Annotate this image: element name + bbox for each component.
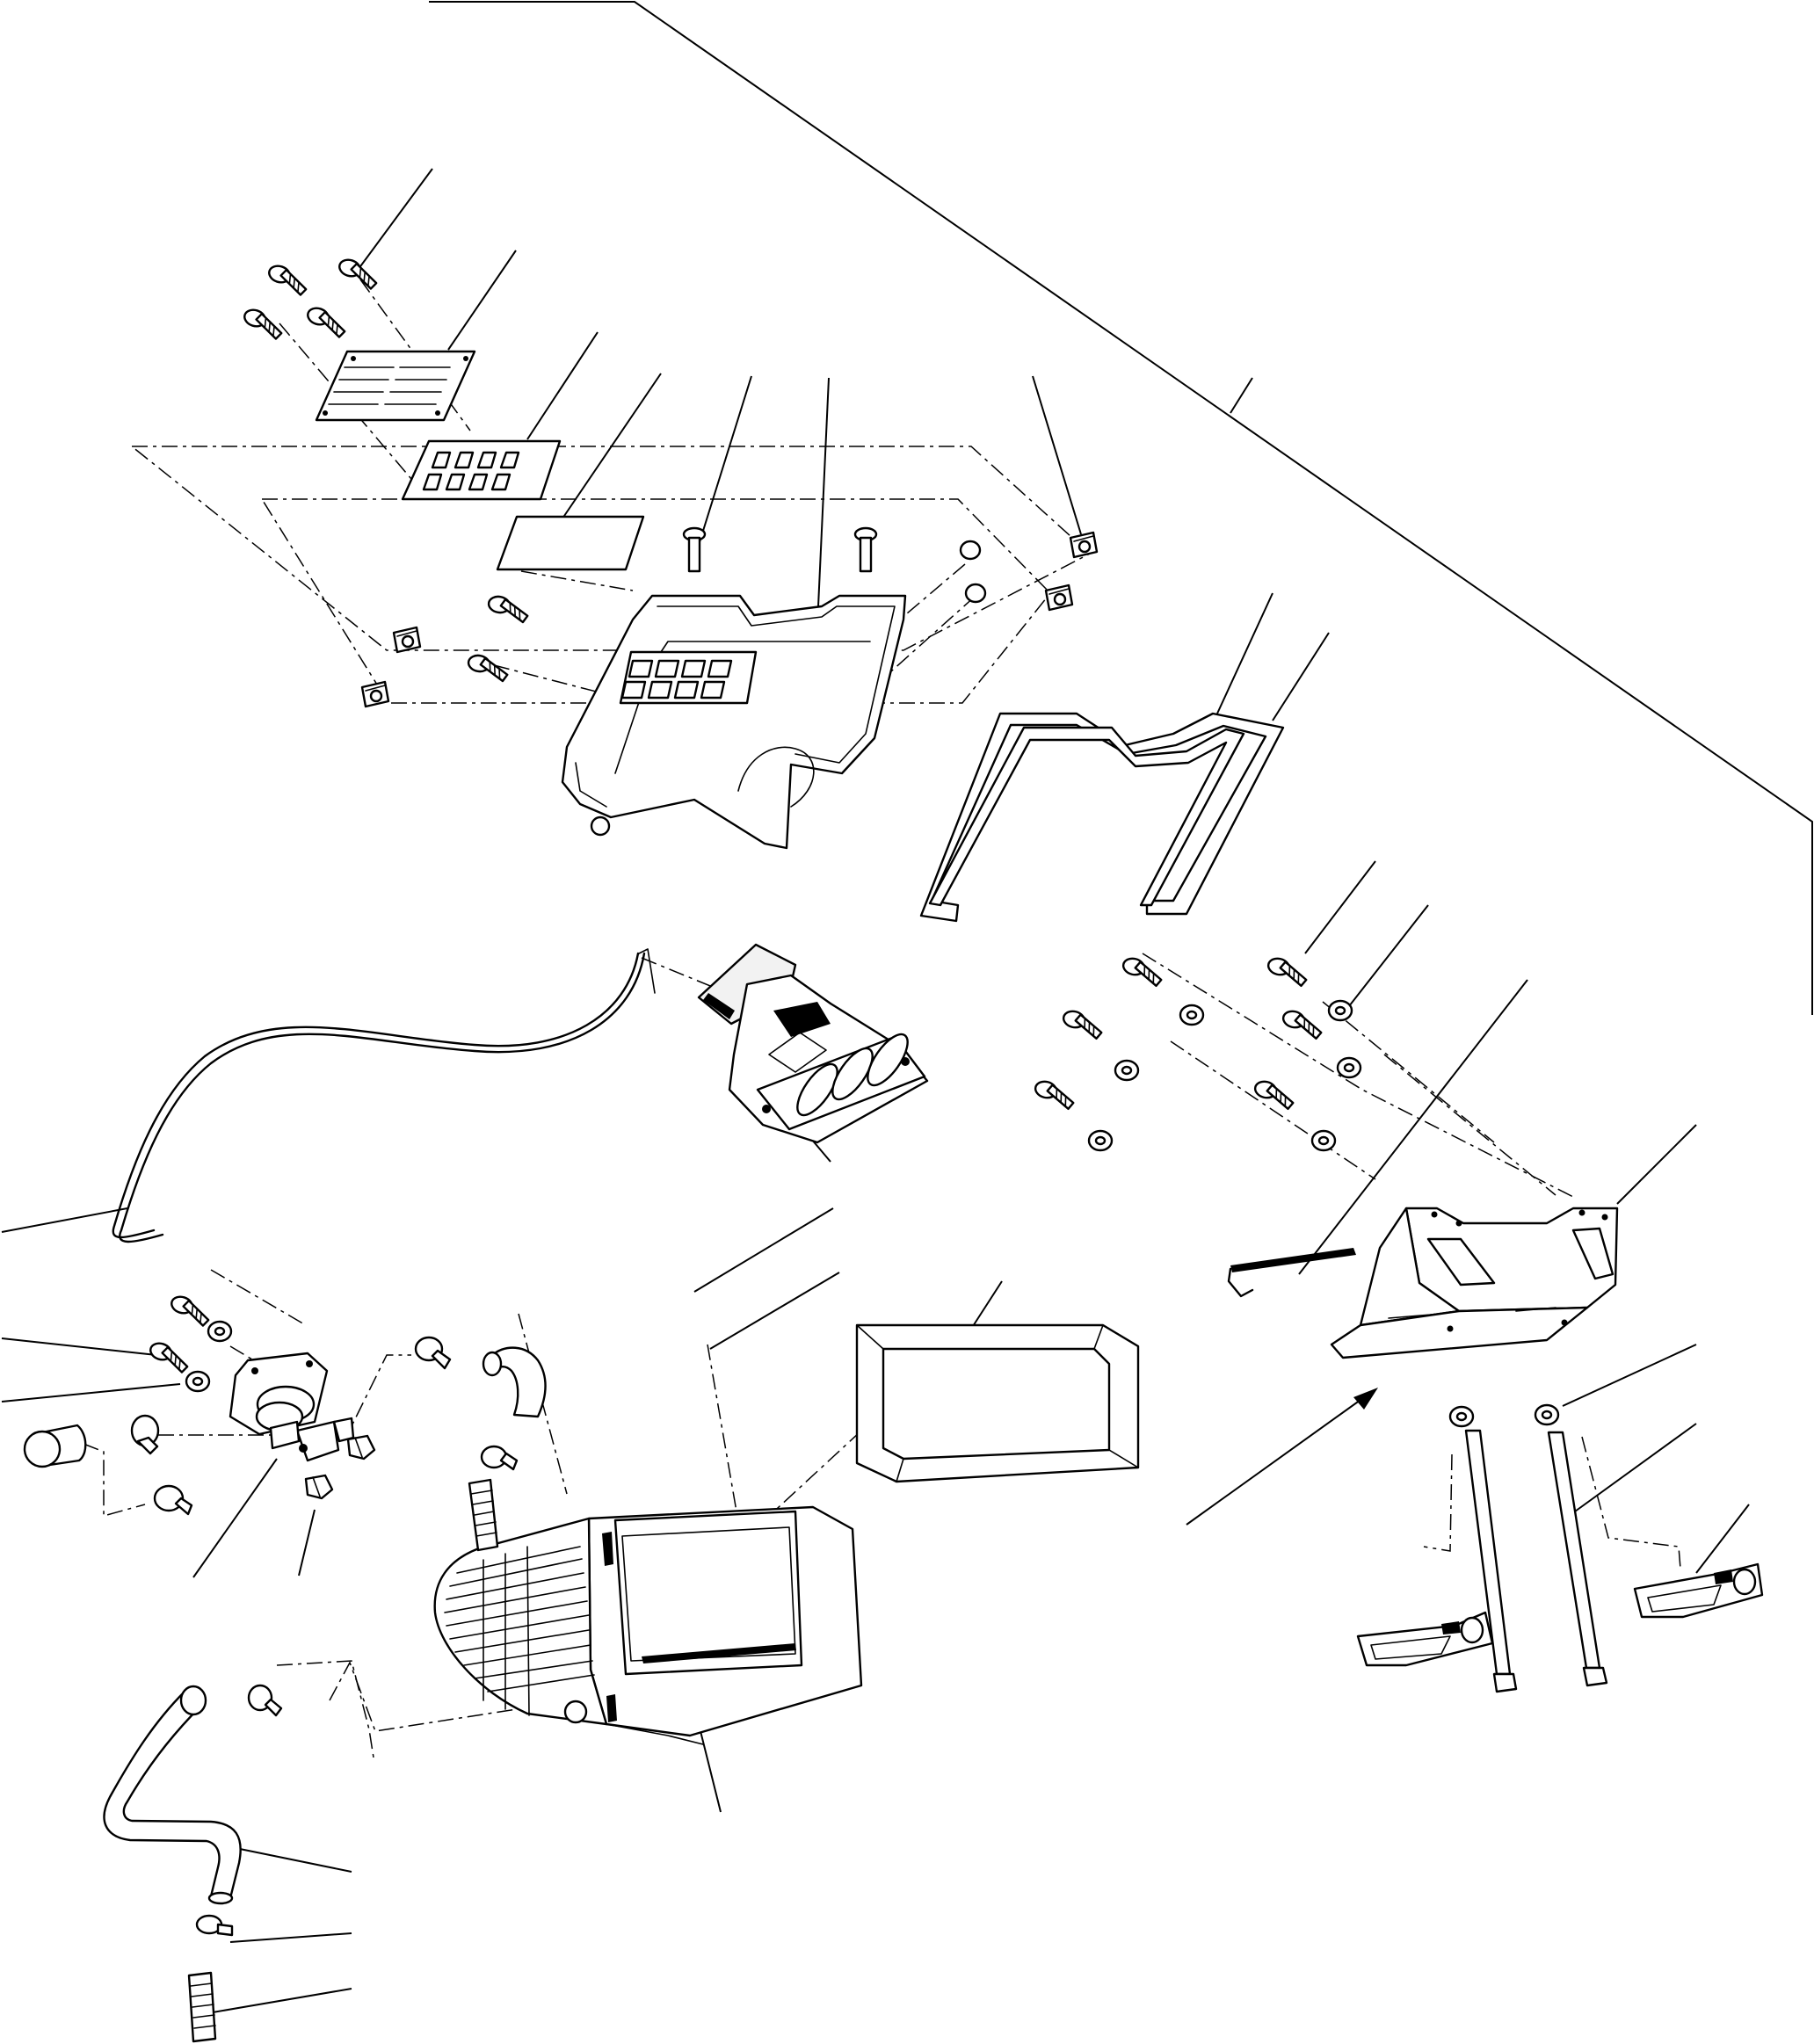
filter-pad-icon xyxy=(496,515,645,571)
assembly-leader-line xyxy=(429,1,1813,1015)
flange-bolt-icon xyxy=(239,256,382,341)
seal-gasket-icon xyxy=(855,1323,1140,1483)
bolt-and-washer-icon xyxy=(1031,955,1362,1152)
hose-elbow-icon xyxy=(468,1346,547,1552)
hose-clamp-icon xyxy=(130,1336,519,1937)
heater-cover-icon xyxy=(561,594,907,850)
threaded-rod-icon xyxy=(1448,1403,1608,1693)
hose-cap-icon xyxy=(23,1424,87,1468)
heater-hose-icon xyxy=(103,1685,242,1905)
filter-grid-icon xyxy=(401,439,562,501)
assembly-dash-lines xyxy=(83,279,1681,1758)
hose-nipple-icon xyxy=(187,1971,217,2043)
mounting-bracket-icon xyxy=(1227,1207,1619,1359)
control-cable-icon xyxy=(112,948,656,1243)
switch-control-panel-icon xyxy=(697,943,929,1144)
mounting-frame-icon xyxy=(919,712,1285,923)
mount-foot-icon xyxy=(1356,1562,1764,1667)
louvered-grille-icon xyxy=(315,350,476,422)
screw-icon xyxy=(465,526,987,683)
direction-arrow-icon xyxy=(1186,1388,1378,1526)
water-valve-icon xyxy=(145,1293,376,1500)
heater-unit-icon xyxy=(433,1505,863,1745)
